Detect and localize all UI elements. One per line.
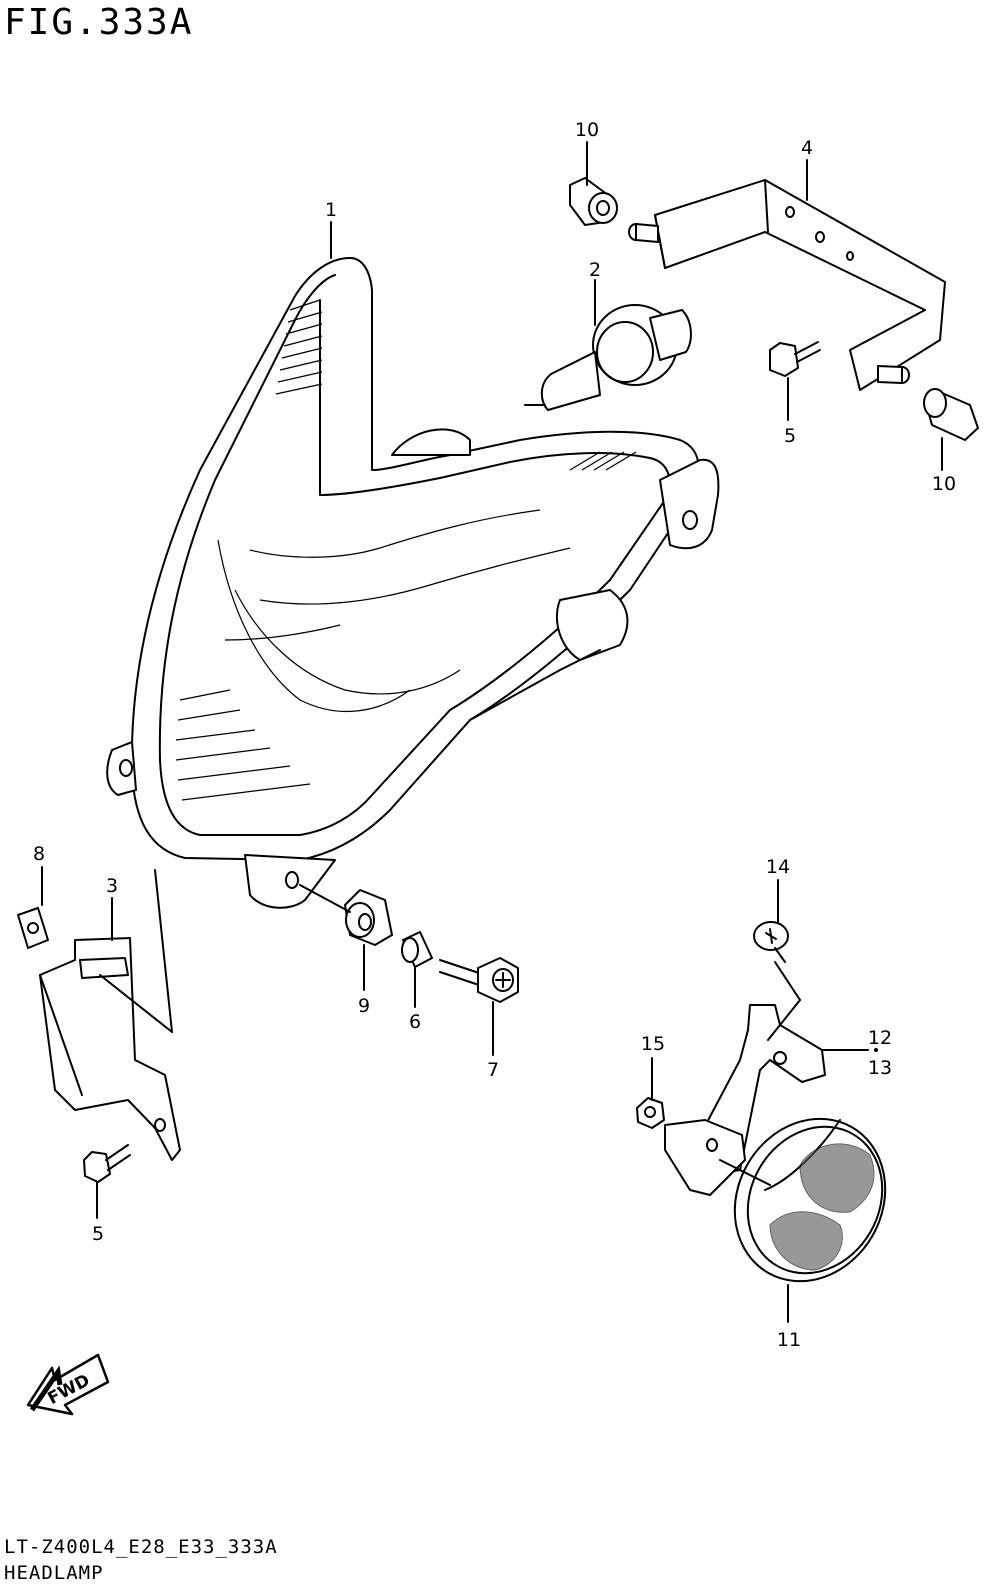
fwd-arrow-icon: FWD — [26, 1353, 110, 1416]
headlamp-housing — [106, 257, 720, 909]
model-code: LT-Z400L4_E28_E33_333A — [4, 1536, 278, 1558]
screw — [753, 921, 789, 963]
callout-8: 8 — [33, 843, 45, 865]
callout-15: 15 — [641, 1033, 665, 1055]
bolt-lower — [83, 1144, 131, 1183]
callout-10-lower: 10 — [932, 473, 956, 495]
flange-nut — [636, 1097, 665, 1129]
lower-bracket — [39, 937, 181, 1161]
leader-lines — [41, 141, 943, 1323]
callout-11: 11 — [777, 1329, 801, 1351]
callout-12: 12 — [868, 1027, 892, 1049]
headlamp-bulb — [524, 304, 692, 411]
collar — [401, 931, 433, 968]
mounting-bolt — [439, 957, 519, 1003]
callout-4: 4 — [801, 137, 813, 159]
callout-14: 14 — [766, 856, 790, 878]
grommet-upper — [569, 177, 618, 226]
figure-title: FIG.333A — [4, 2, 194, 43]
callout-3: 3 — [106, 875, 118, 897]
grommet-lower — [923, 388, 979, 441]
callout-7: 7 — [487, 1059, 499, 1081]
headlamp-bracket — [628, 179, 946, 391]
callout-10-upper: 10 — [575, 119, 599, 141]
rubber-grommet — [344, 889, 393, 946]
callout-2: 2 — [589, 259, 601, 281]
callout-5-upper: 5 — [784, 425, 796, 447]
callout-9: 9 — [358, 995, 370, 1017]
reflector-bracket — [664, 1004, 826, 1196]
callout-13: 13 — [868, 1057, 892, 1079]
callout-5-lower: 5 — [92, 1223, 104, 1245]
bolt-upper — [769, 341, 821, 377]
callout-6: 6 — [409, 1011, 421, 1033]
callout-1: 1 — [325, 199, 337, 221]
speed-nut — [17, 907, 49, 949]
reflector — [733, 1117, 887, 1283]
figure-name: HEADLAMP — [4, 1562, 104, 1584]
